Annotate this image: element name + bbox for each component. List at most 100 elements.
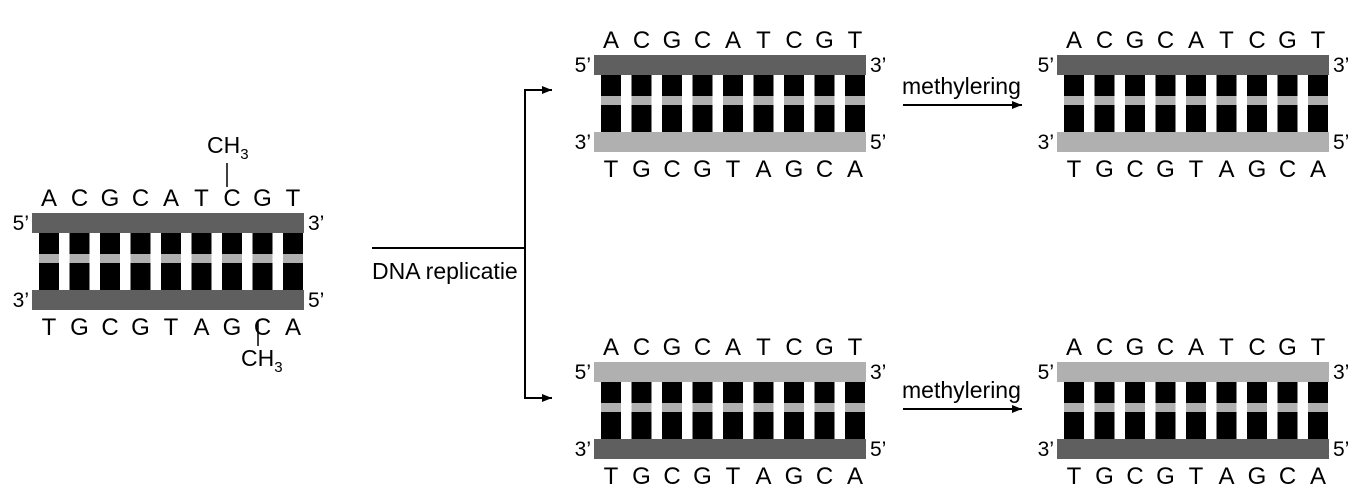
- bottom-base-letter: G: [70, 314, 89, 341]
- three-prime-end-top: 3’: [308, 212, 324, 235]
- methyl-label: CH3: [207, 132, 249, 163]
- hydrogen-bond: [845, 96, 865, 105]
- base-pair: [191, 233, 212, 290]
- hydrogen-bond: [1247, 96, 1267, 105]
- five-prime-end-bottom: 5’: [870, 131, 886, 154]
- bottom-base-letter: T: [604, 463, 619, 490]
- three-prime-end-bottom: 3’: [13, 289, 29, 312]
- top-base-letter: T: [286, 185, 301, 212]
- hydrogen-bond: [845, 403, 865, 412]
- base-pair: [631, 382, 652, 439]
- bottom-base-letter: C: [1279, 156, 1296, 183]
- top-base-letter: C: [785, 334, 802, 361]
- hydrogen-bond: [161, 254, 181, 263]
- bottom-base-letter: A: [1218, 156, 1234, 183]
- bottom-base-letter: A: [1218, 463, 1234, 490]
- top-base-letter: C: [785, 27, 802, 54]
- three-prime-end-bottom: 3’: [1038, 438, 1054, 461]
- top-base-letter: T: [1311, 334, 1326, 361]
- base-pair: [692, 382, 713, 439]
- bottom-base-letter: C: [254, 314, 271, 341]
- hydrogen-bond: [601, 403, 621, 412]
- bottom-base-letter: G: [1095, 463, 1114, 490]
- hydrogen-bond: [662, 403, 682, 412]
- hydrogen-bond: [1186, 403, 1206, 412]
- base-pair: [1155, 75, 1176, 132]
- bottom-base-letter: C: [1126, 463, 1143, 490]
- base-pair: [845, 75, 865, 132]
- three-prime-end-bottom: 3’: [575, 131, 591, 154]
- top-base-letter: G: [1126, 334, 1145, 361]
- five-prime-end-top: 5’: [575, 361, 591, 384]
- base-pair: [1277, 75, 1298, 132]
- five-prime-end-bottom: 5’: [1333, 131, 1349, 154]
- top-base-letter: A: [603, 334, 619, 361]
- base-pair: [753, 75, 774, 132]
- hydrogen-bond: [39, 254, 59, 263]
- bottom-base-letter: G: [632, 156, 651, 183]
- bottom-base-letter: A: [755, 463, 771, 490]
- bottom-strand: [1057, 439, 1329, 459]
- top-base-letter: A: [725, 334, 741, 361]
- three-prime-end-top: 3’: [1333, 54, 1349, 77]
- bottom-base-letter: A: [1310, 156, 1326, 183]
- hydrogen-bond: [814, 403, 835, 412]
- base-pair: [662, 75, 682, 132]
- bottom-base-letter: G: [1248, 463, 1267, 490]
- base-pair: [601, 382, 621, 439]
- hydrogen-bond: [283, 254, 303, 263]
- base-pair: [784, 382, 804, 439]
- top-base-letter: G: [815, 334, 834, 361]
- base-pair: [1186, 382, 1206, 439]
- three-prime-end-top: 3’: [870, 361, 886, 384]
- bottom-base-letter: T: [726, 156, 741, 183]
- base-pair: [1125, 382, 1145, 439]
- bottom-base-letter: A: [847, 463, 863, 490]
- top-base-letter: A: [163, 185, 179, 212]
- base-pair: [130, 233, 151, 290]
- base-pair: [1064, 382, 1084, 439]
- hydrogen-bond: [130, 254, 151, 263]
- five-prime-end-bottom: 5’: [870, 438, 886, 461]
- hydrogen-bond: [1064, 96, 1084, 105]
- top-base-letter: T: [848, 334, 863, 361]
- replication-arrow-bottom: [524, 248, 552, 402]
- hydrogen-bond: [191, 254, 212, 263]
- base-pair: [100, 233, 120, 290]
- base-pair: [1094, 75, 1115, 132]
- base-pair: [69, 233, 90, 290]
- replication-arrows: DNA replicatie: [372, 86, 552, 402]
- five-prime-end-top: 5’: [1038, 361, 1054, 384]
- hydrogen-bond: [814, 96, 835, 105]
- top-base-letter: G: [1126, 27, 1145, 54]
- top-base-letter: A: [1188, 27, 1204, 54]
- top-base-letter: T: [756, 334, 771, 361]
- top-base-letter: T: [756, 27, 771, 54]
- hydrogen-bond: [723, 403, 743, 412]
- top-strand: [1057, 362, 1329, 382]
- hydrogen-bond: [784, 403, 804, 412]
- base-pair: [1216, 75, 1237, 132]
- hydrogen-bond: [692, 403, 713, 412]
- bottom-base-letter: C: [816, 463, 833, 490]
- top-strand: [1057, 55, 1329, 75]
- top-base-letter: C: [633, 27, 650, 54]
- top-strand: [594, 362, 866, 382]
- base-pair: [39, 233, 59, 290]
- bottom-strand: [594, 439, 866, 459]
- bottom-base-letter: T: [1189, 156, 1204, 183]
- bottom-base-letter: C: [1126, 156, 1143, 183]
- base-pair: [845, 382, 865, 439]
- replication-arrow-top: [372, 86, 552, 249]
- bottom-base-letter: G: [785, 156, 804, 183]
- bottom-base-letter: G: [1248, 156, 1267, 183]
- hydrogen-bond: [1094, 96, 1115, 105]
- top-base-letter: T: [1311, 27, 1326, 54]
- bottom-base-letter: C: [663, 156, 680, 183]
- bottom-base-letter: A: [1310, 463, 1326, 490]
- bottom-strand: [594, 132, 866, 152]
- hydrogen-bond: [1155, 403, 1176, 412]
